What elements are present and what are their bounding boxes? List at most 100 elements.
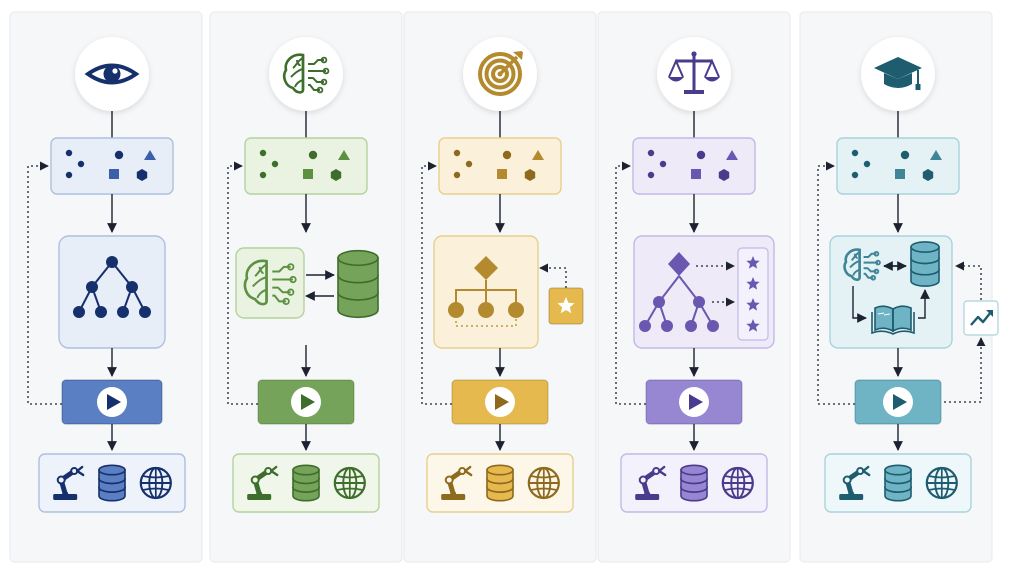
- action-bar: [854, 379, 942, 425]
- robot-arm-icon: [635, 465, 667, 500]
- globe-icon: [721, 466, 754, 500]
- input-dot: [659, 160, 667, 168]
- column-education: [799, 11, 999, 563]
- tree-node: [478, 302, 494, 318]
- eye-icon: [75, 37, 149, 111]
- input-hexagon: [136, 169, 148, 181]
- input-hexagon: [922, 169, 934, 181]
- input-square: [109, 169, 119, 179]
- robot-arm-icon: [839, 465, 871, 500]
- process-node: [633, 235, 775, 349]
- feedback-loop: [817, 161, 855, 405]
- input-dot: [259, 149, 267, 157]
- input-triangle: [532, 150, 544, 160]
- robot-arm-icon: [53, 465, 85, 500]
- brain-circuit-icon: [843, 248, 881, 281]
- feedback-loop: [27, 161, 62, 405]
- play-icon: [883, 387, 913, 417]
- star-badge-icon: [548, 287, 584, 325]
- column-ethics: [597, 11, 791, 563]
- input-triangle: [726, 150, 738, 160]
- tree-node: [126, 281, 138, 293]
- input-dot: [863, 160, 871, 168]
- input-dot: [308, 150, 318, 160]
- feedback-arrow: [955, 261, 982, 300]
- database-icon: [98, 464, 126, 502]
- eye-icon-glyph: [84, 63, 140, 85]
- database-icon: [292, 464, 320, 502]
- process-node: [235, 247, 379, 319]
- target-icon: [463, 37, 537, 111]
- play-icon: [485, 387, 515, 417]
- tree-node: [86, 281, 98, 293]
- feedback-arrow: [539, 263, 567, 288]
- scales-icon: [657, 37, 731, 111]
- process-node: [58, 235, 166, 349]
- input-dot: [647, 171, 655, 179]
- play-icon: [291, 387, 321, 417]
- tree-node: [707, 320, 719, 332]
- database-icon: [680, 464, 708, 502]
- input-hexagon: [330, 169, 342, 181]
- globe-icon: [925, 466, 958, 500]
- tree-node: [639, 320, 651, 332]
- input-dot: [65, 149, 73, 157]
- play-icon: [679, 387, 709, 417]
- tree-node: [117, 306, 129, 318]
- input-dot: [259, 171, 267, 179]
- graduation-cap-icon: [861, 37, 935, 111]
- tree-node: [508, 302, 524, 318]
- action-bar: [645, 379, 743, 425]
- input-dot: [114, 150, 124, 160]
- globe-icon: [139, 466, 172, 500]
- feedback-loop: [227, 161, 258, 405]
- column-learning: [209, 11, 403, 563]
- input-panel: [836, 137, 960, 195]
- column-goal: [403, 11, 597, 563]
- trend-chart-icon: [963, 300, 999, 336]
- input-dot: [851, 149, 859, 157]
- input-square: [303, 169, 313, 179]
- tree-node: [653, 296, 665, 308]
- input-dot: [271, 160, 279, 168]
- input-triangle: [144, 150, 156, 160]
- input-square: [895, 169, 905, 179]
- brain-circuit-icon: [243, 259, 297, 306]
- input-square: [497, 169, 507, 179]
- star-icon: [746, 256, 760, 269]
- input-dot: [77, 160, 85, 168]
- feedback-loop: [615, 161, 646, 405]
- input-hexagon: [524, 169, 536, 181]
- input-dot: [851, 171, 859, 179]
- dotted-bracket: [455, 316, 517, 327]
- action-bar: [257, 379, 355, 425]
- input-square: [691, 169, 701, 179]
- input-dot: [65, 171, 73, 179]
- flow-arrow: [918, 289, 930, 319]
- output-panel: [38, 453, 186, 513]
- input-panel: [50, 137, 174, 195]
- flow-arrow: [852, 286, 867, 323]
- input-dot: [502, 150, 512, 160]
- output-panel: [232, 453, 380, 513]
- tree-node: [661, 320, 673, 332]
- graduation-cap-icon-glyph: [874, 57, 922, 90]
- input-dot: [900, 150, 910, 160]
- database-icon: [884, 464, 912, 502]
- input-dot: [647, 149, 655, 157]
- input-panel: [438, 137, 562, 195]
- feedback-arrow: [934, 337, 986, 403]
- star-icon: [746, 298, 760, 311]
- action-bar: [61, 379, 163, 425]
- output-panel: [426, 453, 574, 513]
- globe-icon: [333, 466, 366, 500]
- decision-diamond: [668, 252, 690, 276]
- input-dot: [465, 160, 473, 168]
- process-node: [433, 235, 539, 349]
- output-panel: [620, 453, 768, 513]
- robot-arm-icon: [247, 465, 279, 500]
- tree-node: [139, 306, 151, 318]
- input-dot: [453, 171, 461, 179]
- database-icon: [910, 241, 940, 287]
- input-triangle: [338, 150, 350, 160]
